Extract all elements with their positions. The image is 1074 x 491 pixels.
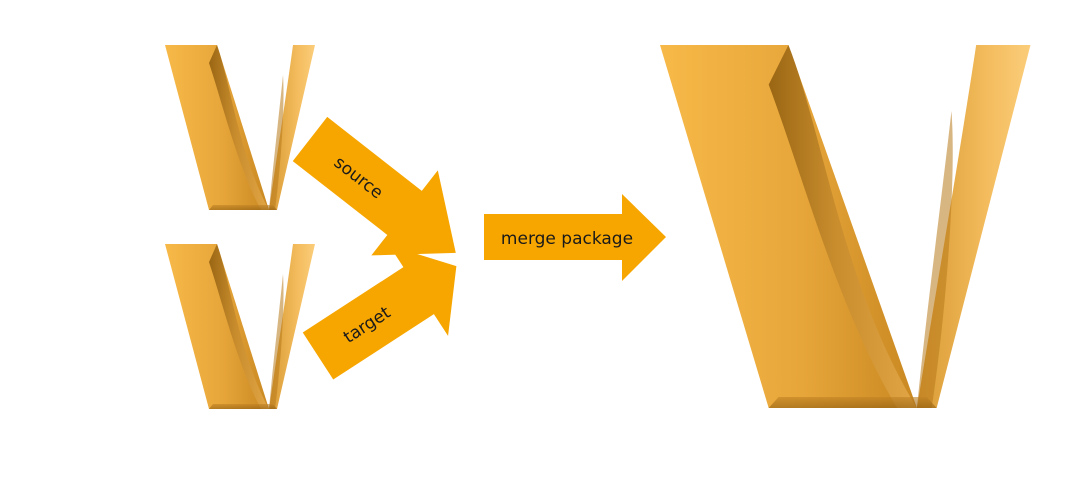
source-v-logo	[165, 45, 315, 210]
target-arrow: target	[302, 245, 457, 380]
merge-package-arrow: merge package	[484, 194, 666, 281]
target-v-logo	[165, 244, 315, 409]
merged-v-logo	[660, 45, 1031, 408]
merge-package-label: merge package	[501, 229, 633, 249]
source-arrow: source	[292, 116, 456, 256]
